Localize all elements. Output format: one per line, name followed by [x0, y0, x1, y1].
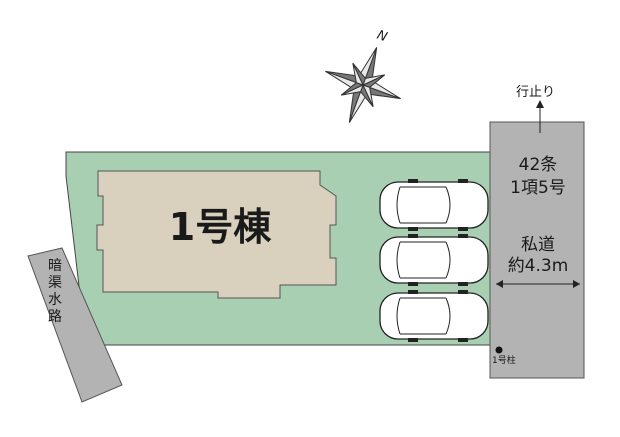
- building-footprint: [96, 170, 337, 299]
- parking-space-1-car-icon: [379, 179, 489, 231]
- parking-space-3-car-icon: [379, 290, 489, 342]
- utility-pole-label: 1号柱: [492, 356, 516, 366]
- private-road: [489, 121, 585, 379]
- culvert-channel: [27, 247, 123, 403]
- compass-rose-icon: [325, 47, 401, 123]
- road-classification-line2: 1項5号: [510, 178, 566, 198]
- parking-space-2-car-icon: [379, 234, 489, 286]
- road-name: 私道: [521, 235, 555, 255]
- road-width: 約4.3m: [507, 256, 569, 276]
- road-classification-line1: 42条: [518, 155, 558, 175]
- building-label: 1号棟: [168, 205, 272, 249]
- utility-pole-marker: [495, 346, 503, 354]
- dead-end-label: 行止り: [516, 85, 556, 100]
- culvert-label: 暗渠水路: [48, 258, 62, 325]
